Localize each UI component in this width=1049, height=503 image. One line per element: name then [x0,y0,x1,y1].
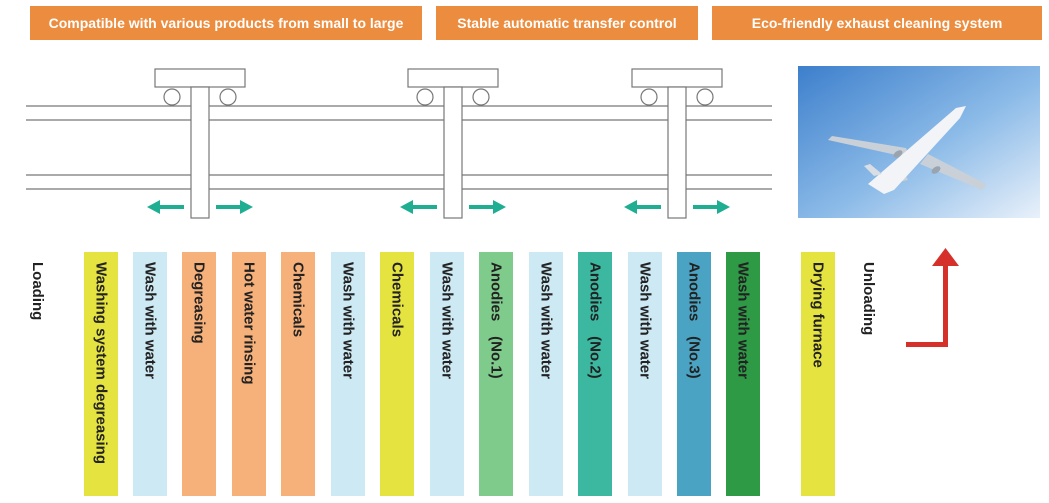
tank-label: Chemicals [388,262,406,338]
tank-hot-water-rinsing: Hot water rinsing [232,252,266,496]
tank-label: Washing system degreasing [92,262,110,465]
move-arrow-left-shaft [158,205,184,209]
hoist-carrier-3 [624,68,730,219]
unload-arrow-head [932,248,959,266]
tank-drying-furnace: Drying furnace [801,252,835,496]
carrier-wheel-right [696,88,714,106]
banner-exhaust-cleaning: Eco-friendly exhaust cleaning system [712,6,1042,40]
tank-washing-system-degreasing: Washing system degreasing [84,252,118,496]
carrier-wheel-right [472,88,490,106]
tank-label: Anodies (No.1) [487,262,505,379]
unload-arrow-vertical [943,262,948,347]
move-arrow-right-shaft [216,205,242,209]
hoist-carrier-1 [147,68,253,219]
tank-wash-with-water: Wash with water [628,252,662,496]
tank-label: Hot water rinsing [240,262,258,385]
tank-label: Degreasing [190,262,208,344]
move-arrow-right-shaft [469,205,495,209]
tank-wash-with-water: Wash with water [529,252,563,496]
unload-arrow [906,248,959,347]
airplane-image [798,66,1040,218]
hoist-carrier-2 [400,68,506,219]
carrier-mast [667,86,687,219]
banner-product-range: Compatible with various products from sm… [30,6,422,40]
tank-anodies-no2: Anodies (No.2) [578,252,612,496]
tank-wash-with-water: Wash with water [133,252,167,496]
carrier-top-plate [407,68,499,88]
unload-arrow-horizontal [906,342,948,347]
carrier-mast [190,86,210,219]
airplane-photo [798,66,1040,218]
airplane-icon [828,106,986,194]
tank-wash-with-water: Wash with water [726,252,760,496]
tank-label: Wash with water [537,262,555,379]
carriers [147,68,730,219]
tank-label: Drying furnace [809,262,827,368]
tank-chemicals: Chemicals [380,252,414,496]
move-arrow-right-head [717,200,730,214]
tank-label: Wash with water [438,262,456,379]
tank-chemicals: Chemicals [281,252,315,496]
tank-label: Wash with water [734,262,752,379]
carrier-top-plate [154,68,246,88]
carrier-wheel-right [219,88,237,106]
rails [26,105,772,190]
move-arrow-right-head [240,200,253,214]
tank-label: Chemicals [289,262,307,338]
tank-label: Wash with water [141,262,159,379]
move-arrow-left-head [624,200,637,214]
tank-degreasing: Degreasing [182,252,216,496]
tank-wash-with-water: Wash with water [430,252,464,496]
unloading-label: Unloading [860,262,877,336]
carrier-wheel-left [416,88,434,106]
carrier-wheel-left [163,88,181,106]
carrier-top-plate [631,68,723,88]
loading-label: Loading [29,262,46,321]
tank-wash-with-water: Wash with water [331,252,365,496]
move-arrow-right-shaft [693,205,719,209]
move-arrow-left-shaft [411,205,437,209]
tank-anodies-no3: Anodies (No.3) [677,252,711,496]
tank-label: Anodies (No.2) [586,262,604,379]
carrier-wheel-left [640,88,658,106]
move-arrow-left-head [400,200,413,214]
tank-label: Wash with water [339,262,357,379]
tank-anodies-no1: Anodies (No.1) [479,252,513,496]
carrier-mast [443,86,463,219]
move-arrow-left-head [147,200,160,214]
move-arrow-right-head [493,200,506,214]
tank-label: Anodies (No.3) [685,262,703,379]
tank-label: Wash with water [636,262,654,379]
banner-transfer-control: Stable automatic transfer control [436,6,698,40]
move-arrow-left-shaft [635,205,661,209]
